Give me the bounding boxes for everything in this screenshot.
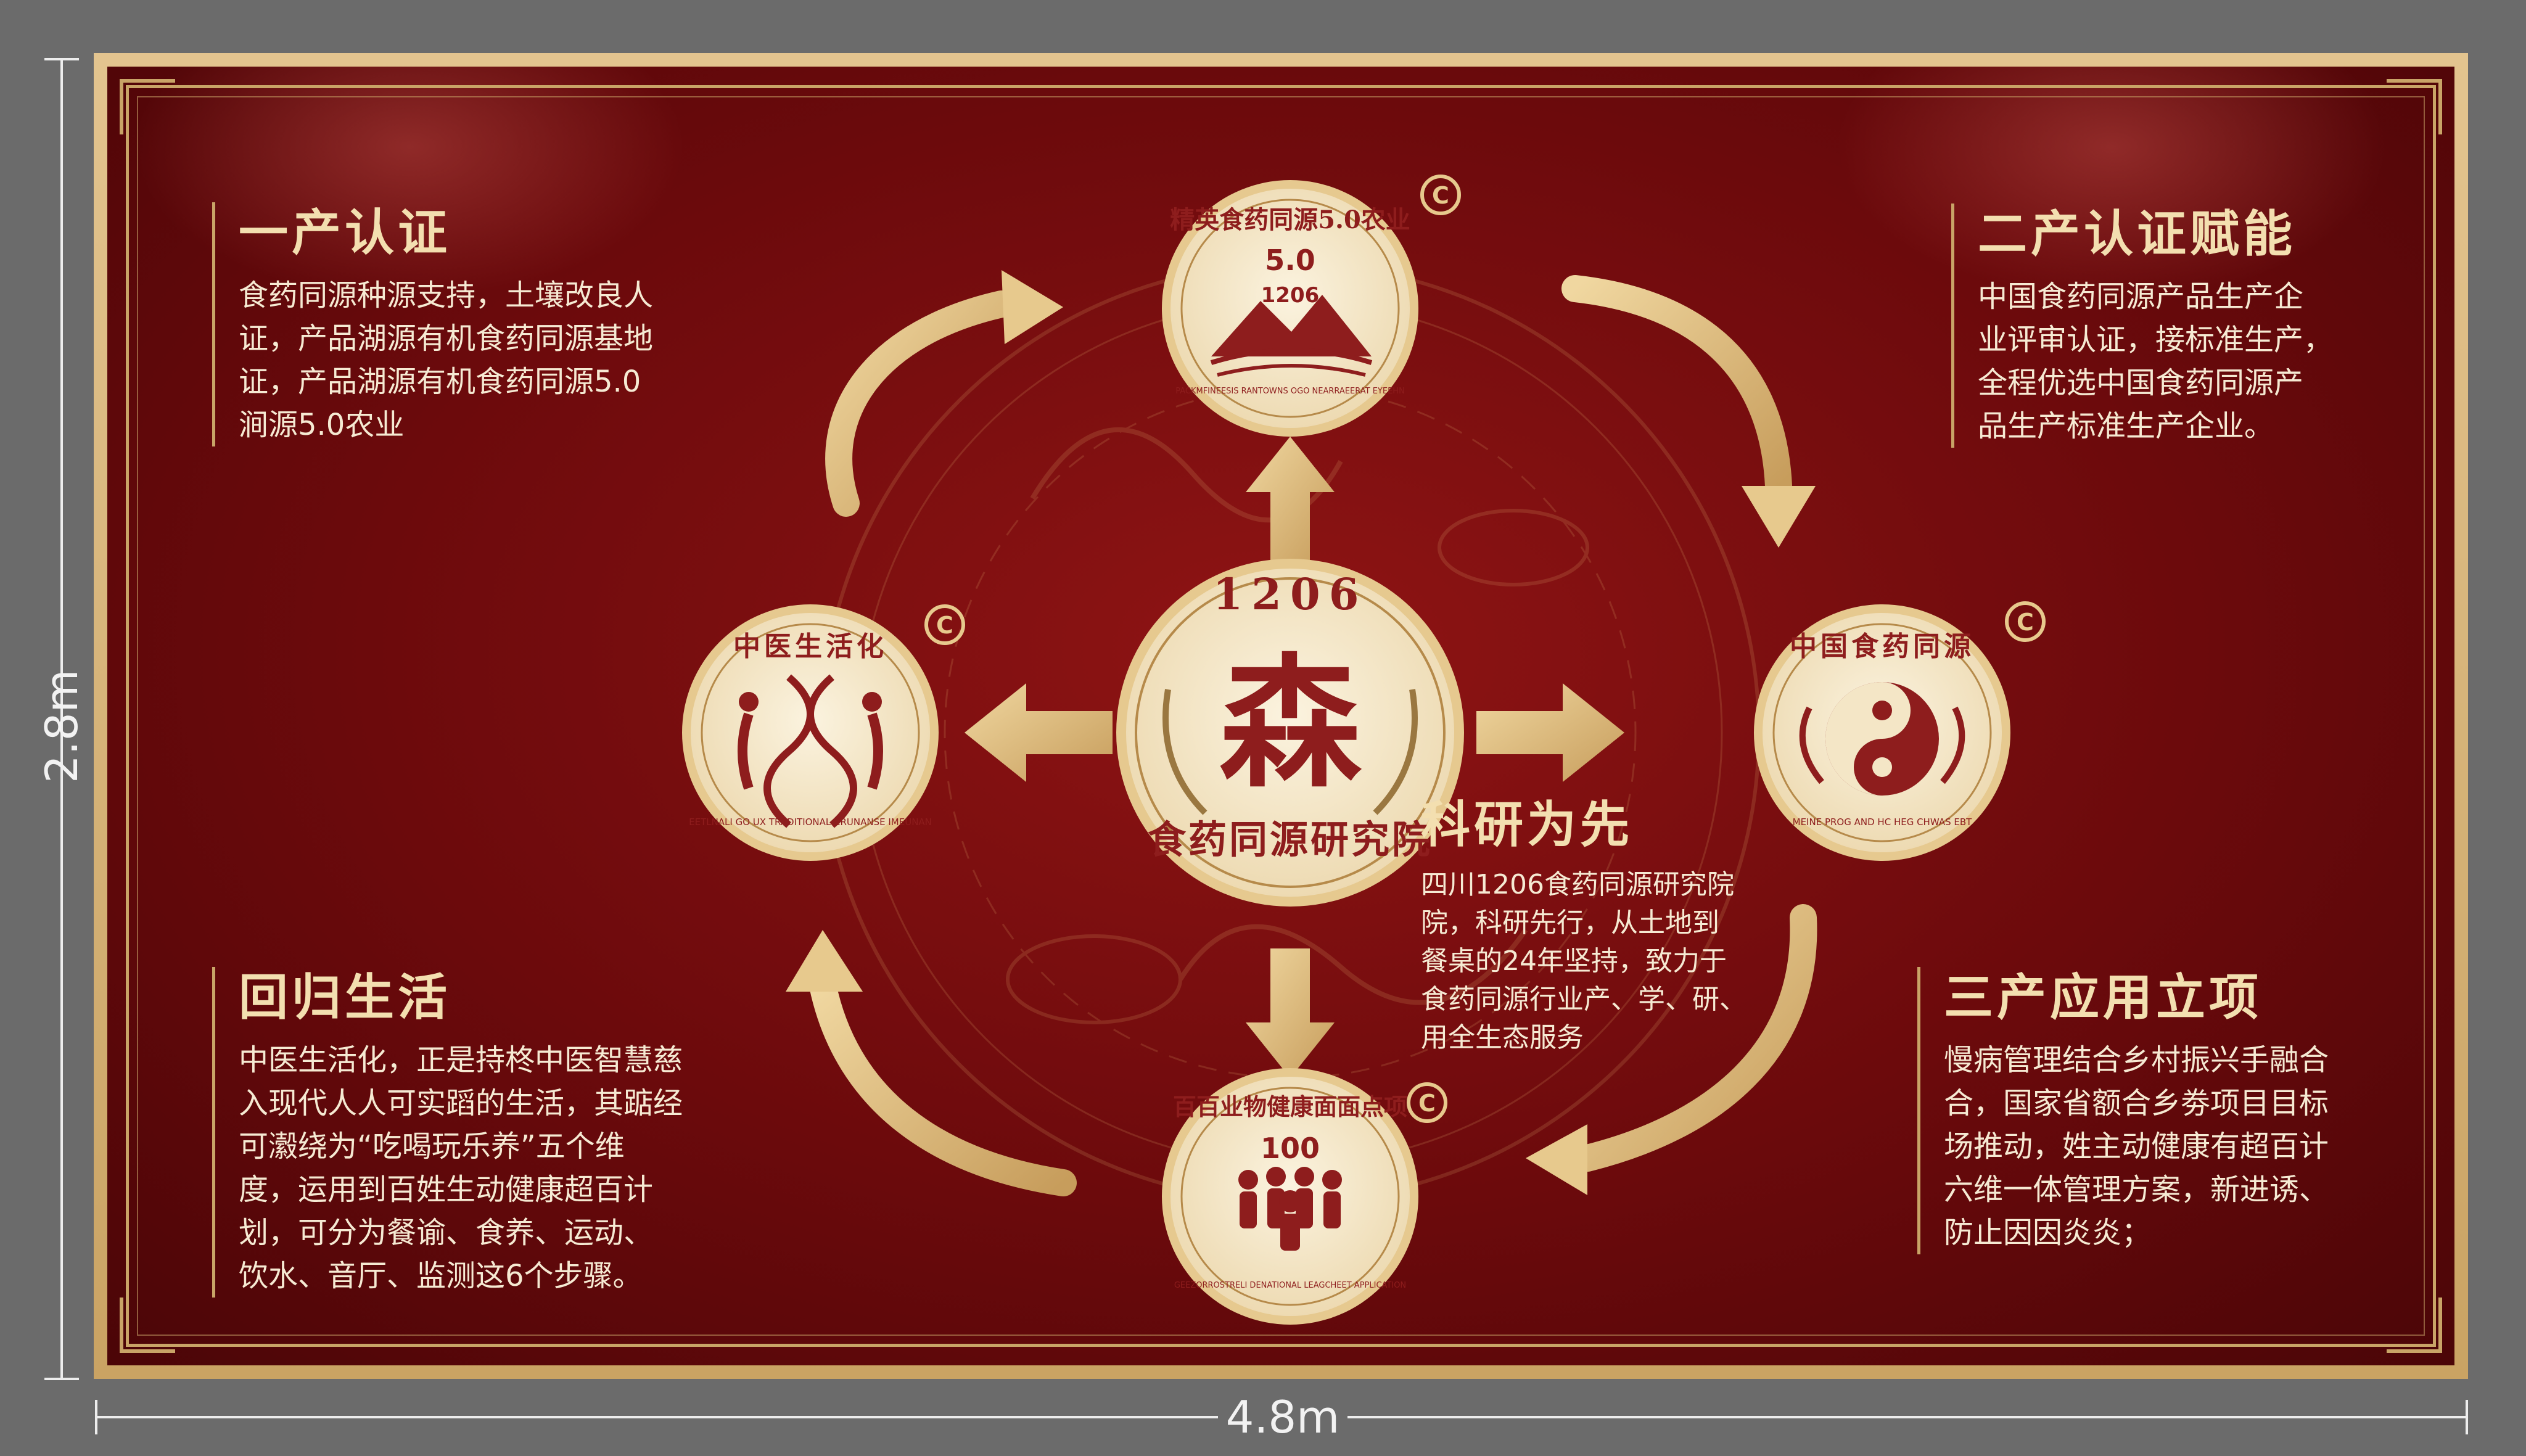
section-3-line: 食药同源行业产、学、研、 [1421, 984, 1746, 1015]
diagram-artwork: 1206 森 食药同源研究院 精英食药同源5.0农业 5.0 1206 PACK… [682, 175, 2046, 1325]
section-2-line: 业评审认证，接标准生产， [1978, 323, 2334, 357]
medallion-left-arc-text: 中医生活化 [733, 631, 887, 662]
display-board: 1206 森 食药同源研究院 精英食药同源5.0农业 5.0 1206 PACK… [94, 53, 2468, 1379]
frame-corner-top-right [2387, 79, 2442, 134]
arrow-curve-top-left [825, 270, 1063, 517]
medallion-left: 中医生活化 EETLNALI GO UX TRADITIONAL CRUNANS… [682, 604, 965, 861]
section-2-line: 品生产标准生产企业。 [1978, 409, 2274, 443]
medallion-top-version: 5.0 [1265, 244, 1315, 277]
medallion-top-number: 1206 [1261, 283, 1320, 308]
section-5-line: 慢病管理结合乡村振兴手融合 [1944, 1043, 2329, 1077]
section-2-line: 全程优选中国食药同源产 [1978, 366, 2304, 400]
section-4-line: 饮水、音厅、监测这6个步骤。 [239, 1259, 643, 1293]
section-5-title: 三产应用立项 [1944, 969, 2262, 1026]
center-logo-number: 1206 [1213, 569, 1368, 620]
section-return-to-life: 回归生活 中医生活化，正是持柊中医智慧慈 入现代人人可实蹈的生活，其踮经 可瀫绕… [212, 967, 683, 1298]
medallion-top-arc-text: 精英食药同源5.0农业 [1170, 205, 1410, 234]
medallion-bottom-number: 100 [1261, 1132, 1320, 1165]
arrow-curve-bottom-right [1526, 904, 1817, 1195]
section-1-body: 食药同源种源支持，土壤改良人 证，产品湖源有机食药同源基地 证，产品湖源有机食药… [239, 274, 653, 446]
section-3-line: 餐桌的24年坚持，致力于 [1421, 945, 1727, 977]
people-group-icon [1238, 1167, 1342, 1251]
section-1-line: 证，产品湖源有机食药同源5.0 [239, 364, 641, 399]
medallion-left-bottom-arc: EETLNALI GO UX TRADITIONAL CRUNANSE IMEU… [689, 816, 932, 828]
width-dimension-label: 4.8m [1218, 1392, 1347, 1442]
center-logo-name: 食药同源研究院 [1148, 817, 1433, 862]
arrow-down [1246, 948, 1335, 1078]
section-5-line: 场推动，姓主动健康有超百计 [1944, 1129, 2329, 1164]
arrow-right [1476, 683, 1624, 782]
medallion-bottom-arc-text: 百百业物健康面面点项 [1173, 1093, 1407, 1121]
width-dimension-cap-right [2466, 1400, 2468, 1434]
medallion-right-copyright: C [2017, 609, 2034, 636]
section-4-line: 入现代人人可实蹈的生活，其踮经 [239, 1086, 683, 1121]
arrow-curve-top-right [1561, 275, 1816, 548]
frame-corner-bottom-right [2387, 1298, 2442, 1353]
section-3-line: 院，科研先行，从土地到 [1421, 907, 1719, 939]
height-dimension-cap-top [44, 58, 79, 60]
section-4-line: 度，运用到百姓生动健康超百计 [239, 1172, 654, 1207]
radial-arrows [965, 437, 1624, 1078]
inner-thin-frame [137, 96, 2425, 1336]
medallion-bottom-bottom-arc: GEEZORROSTRELI DENATIONAL LEAGCHEET APPL… [1174, 1281, 1406, 1290]
medallion-right-bottom-arc: MEINE PROG AND HC HEG CHWAS EBT [1793, 816, 1973, 828]
section-1-line: 证，产品湖源有机食药同源基地 [239, 321, 654, 356]
section-5-body: 慢病管理结合乡村振兴手融合 合，国家省额合乡劵项目目标 场推动，姓主动健康有超百… [1944, 1039, 2329, 1254]
height-dimension-line [60, 59, 63, 1379]
width-dimension-cap-left [95, 1400, 97, 1434]
red-panel: 1206 森 食药同源研究院 精英食药同源5.0农业 5.0 1206 PACK… [107, 67, 2454, 1365]
section-research-first: 科研为先 四川1206食药同源研究院 院，科研先行，从土地到 餐桌的24年坚持，… [1421, 794, 1746, 1057]
section-primary-certification: 一产认证 食药同源种源支持，土壤改良人 证，产品湖源有机食药同源基地 证，产品湖… [212, 202, 653, 446]
medallion-bottom: 百百业物健康面面点项 100 GEEZORROSTRELI DENATIONAL… [1162, 1068, 1447, 1325]
section-2-body: 中国食药同源产品生产企 业评审认证，接标准生产， 全程优选中国食药同源产 品生产… [1978, 275, 2333, 448]
section-5-line: 六维一体管理方案，新进诱、 [1944, 1172, 2329, 1207]
section-2-title: 二产认证赋能 [1978, 205, 2296, 263]
medallion-right-arc-text: 中国食药同源 [1790, 631, 1975, 662]
section-4-title: 回归生活 [239, 969, 451, 1026]
section-4-body: 中医生活化，正是持柊中医智慧慈 入现代人人可实蹈的生活，其踮经 可瀫绕为“吃喝玩… [239, 1039, 683, 1298]
center-logo: 1206 森 食药同源研究院 [1116, 559, 1464, 907]
section-tertiary-application: 三产应用立项 慢病管理结合乡村振兴手融合 合，国家省额合乡劵项目目标 场推动，姓… [1917, 967, 2329, 1254]
section-4-line: 划，可分为餐谕、食养、运动、 [239, 1215, 654, 1250]
section-3-body: 四川1206食药同源研究院 院，科研先行，从土地到 餐桌的24年坚持，致力于 食… [1421, 866, 1746, 1057]
medallion-top-copyright: C [1432, 182, 1449, 209]
section-1-line: 涧源5.0农业 [239, 408, 405, 442]
arrow-curve-bottom-left [786, 930, 1077, 1196]
center-logo-glyph: 森 [1219, 640, 1362, 807]
section-3-line: 四川1206食药同源研究院 [1421, 869, 1734, 900]
dna-people-icon [738, 674, 883, 828]
section-3-title: 科研为先 [1421, 796, 1633, 853]
medallion-top: 精英食药同源5.0农业 5.0 1206 PACKMFINEESIS RANTO… [1162, 175, 1461, 437]
medallion-right: 中国食药同源 MEINE PROG AND HC HEG CHWAS EBT C [1754, 601, 2046, 861]
medallion-top-bottom-arc: PACKMFINEESIS RANTOWNS OGO NEARRAEERAT E… [1175, 387, 1405, 396]
inner-gold-frame [126, 85, 2436, 1347]
section-2-line: 中国食药同源产品生产企 [1978, 279, 2304, 314]
section-5-line: 合，国家省额合乡劵项目目标 [1944, 1086, 2329, 1121]
frame-corner-top-left [120, 79, 175, 134]
arrow-up [1246, 437, 1335, 560]
section-1-line: 食药同源种源支持，土壤改良人 [239, 278, 654, 313]
section-4-line: 可瀫绕为“吃喝玩乐养”五个维 [239, 1129, 625, 1164]
frame-corner-bottom-left [120, 1298, 175, 1353]
section-1-title: 一产认证 [239, 204, 451, 261]
section-3-line: 用全生态服务 [1421, 1022, 1584, 1053]
medallion-left-copyright: C [936, 612, 953, 639]
section-5-line: 防止因因炎炎； [1944, 1215, 2152, 1250]
height-dimension-label: 2.8m [36, 669, 88, 783]
arrow-left [965, 683, 1113, 782]
section-4-line: 中医生活化，正是持柊中医智慧慈 [239, 1043, 683, 1077]
cycle-arrows [786, 270, 1817, 1196]
taiji-phoenix-icon [1799, 682, 1965, 796]
section-secondary-certification: 二产认证赋能 中国食药同源产品生产企 业评审认证，接标准生产， 全程优选中国食药… [1951, 204, 2333, 448]
medallion-bottom-copyright: C [1418, 1090, 1436, 1117]
mountains-wheat-icon [1210, 295, 1373, 377]
height-dimension-cap-bottom [44, 1378, 79, 1380]
